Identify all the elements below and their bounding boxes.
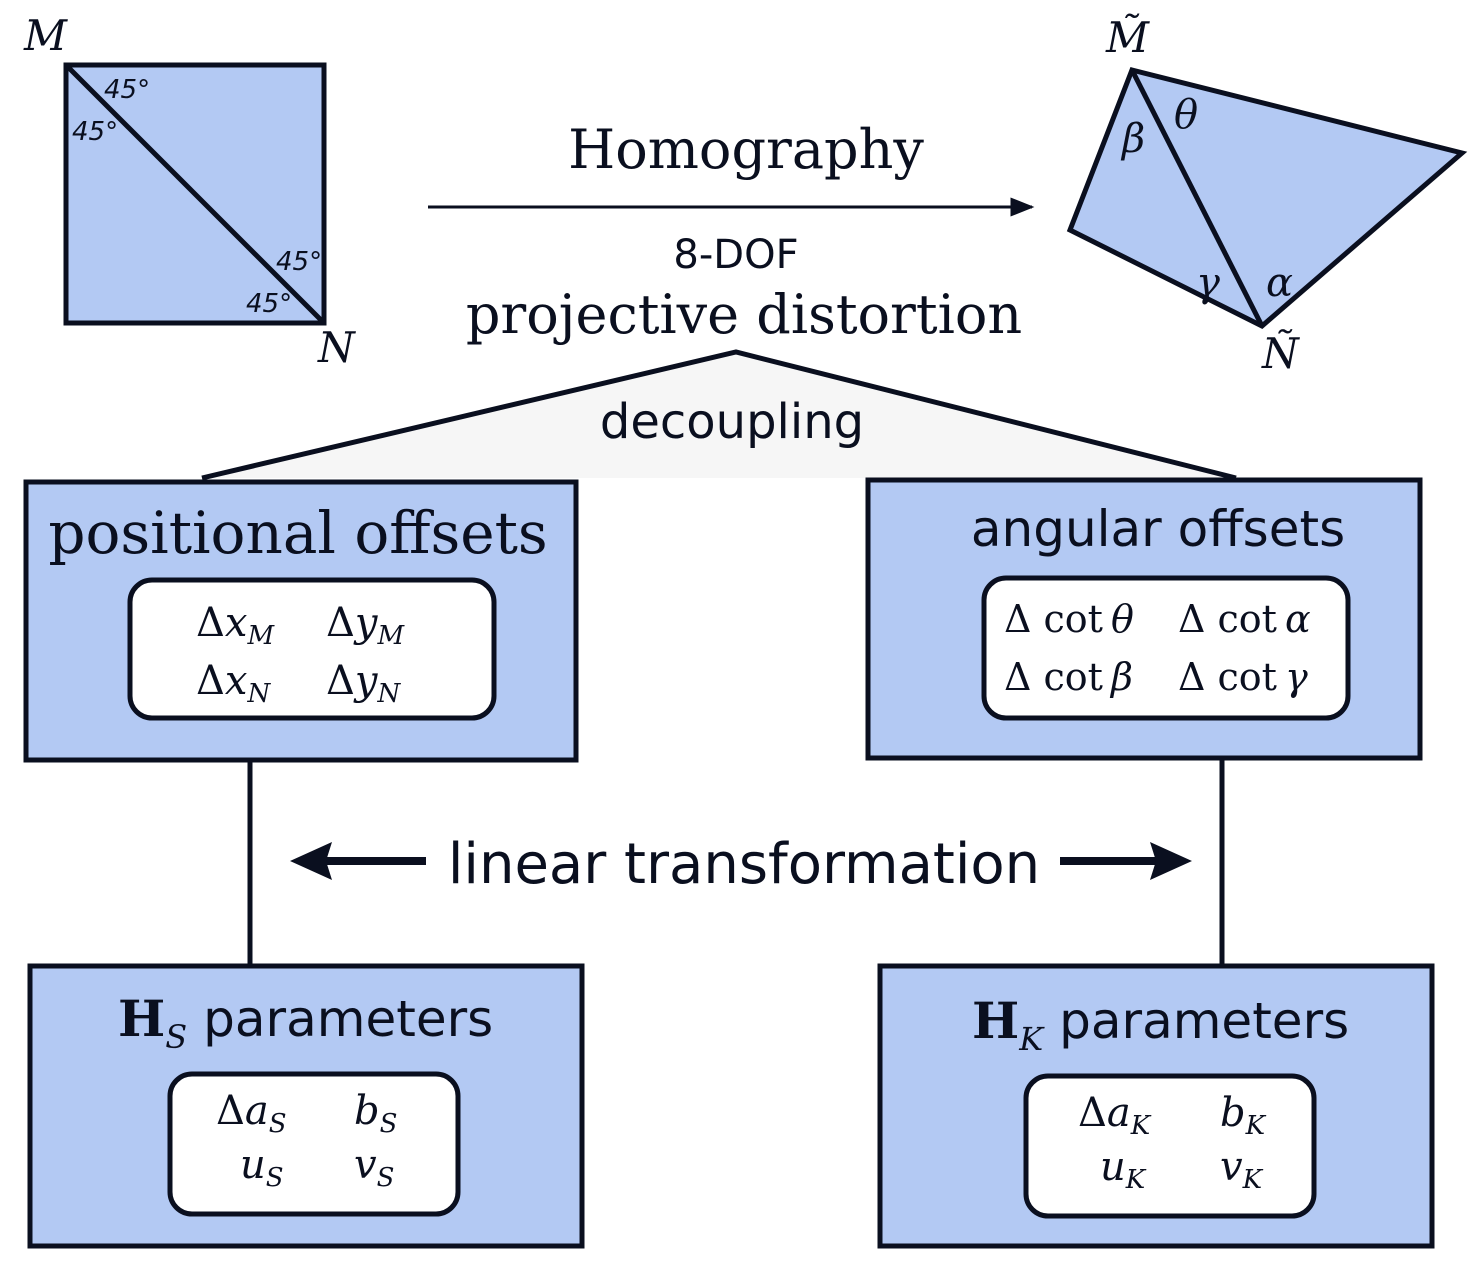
homography-label: Homography <box>568 118 924 181</box>
corner-label-m-tilde: M̃ <box>1105 12 1150 62</box>
angular-offsets-title: angular offsets <box>971 500 1345 558</box>
decoupling-fan-fill <box>202 352 1236 478</box>
right-arrowhead <box>1150 842 1192 880</box>
term-dy-m: ΔyM <box>326 600 406 651</box>
positional-offsets-terms-card <box>127 577 497 721</box>
term-dx-m: ΔxM <box>196 600 275 651</box>
linear-transformation: linear transformation <box>290 832 1192 897</box>
angle-label-top-left: 45° <box>72 117 118 147</box>
positional-offsets-title: positional offsets <box>48 499 547 567</box>
term-dx-n: ΔxN <box>196 658 271 709</box>
target-quadrilateral: M̃ Ñ β θ γ α <box>1066 12 1468 378</box>
hk-parameters-terms-card <box>1023 1073 1317 1219</box>
angle-label-beta: β <box>1120 116 1145 162</box>
corner-label-n: N <box>317 323 356 372</box>
angle-label-gamma: γ <box>1196 260 1220 306</box>
linear-transformation-label: linear transformation <box>448 832 1040 897</box>
term-u-k: uK <box>1100 1144 1147 1195</box>
positional-offsets-box: positional offsets ΔxM ΔyM ΔxN ΔyN <box>23 479 579 763</box>
term-v-k: vK <box>1220 1144 1264 1195</box>
corner-label-n-tilde: Ñ <box>1261 328 1300 378</box>
source-square: M N 45° 45° 45° 45° <box>23 11 356 372</box>
decoupling-fan-lines <box>201 349 1237 481</box>
quad-diagonal <box>1129 68 1265 328</box>
term-b-s: bS <box>354 1088 397 1139</box>
hs-parameters-terms-card <box>167 1071 461 1217</box>
term-dy-n: ΔyN <box>326 658 402 709</box>
angle-label-bottom-left: 45° <box>246 289 292 319</box>
angle-label-top-right: 45° <box>104 75 150 105</box>
dof-label: 8-DOF <box>673 232 798 278</box>
angle-label-alpha: α <box>1266 260 1293 306</box>
term-u-s: uS <box>240 1142 284 1193</box>
term-v-s: vS <box>354 1142 394 1193</box>
projective-distortion-label: projective distortion <box>466 283 1022 346</box>
decoupling-label: decoupling <box>600 394 864 450</box>
term-da-s: ΔaS <box>216 1088 287 1139</box>
left-arrowhead <box>290 842 332 880</box>
angle-label-bottom-right: 45° <box>276 247 322 277</box>
decoupling-fan: decoupling <box>201 349 1237 481</box>
corner-label-m: M <box>23 11 68 60</box>
angular-offsets-terms-card <box>981 575 1351 721</box>
term-da-k: ΔaK <box>1078 1090 1152 1141</box>
homography-arrow: Homography 8-DOF projective distortion <box>428 118 1035 346</box>
angle-label-theta: θ <box>1174 92 1198 138</box>
square-diagonal <box>64 63 326 325</box>
term-b-k: bK <box>1220 1090 1267 1141</box>
